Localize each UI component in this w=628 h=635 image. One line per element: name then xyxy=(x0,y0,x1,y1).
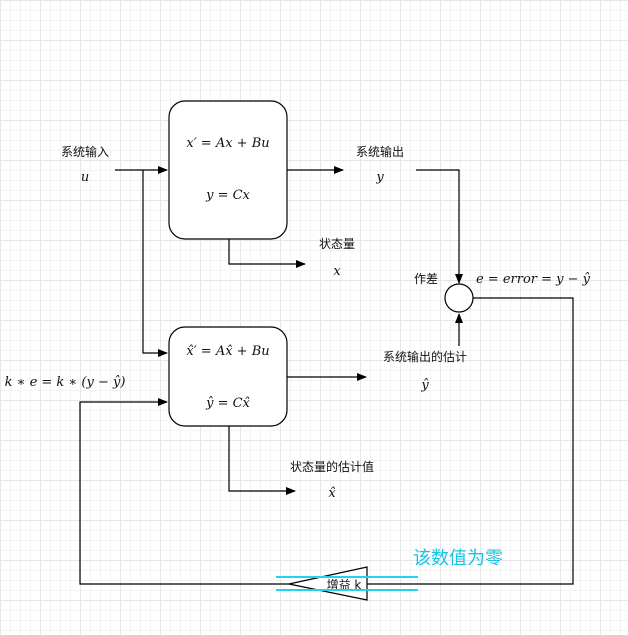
state-output-arrow xyxy=(228,239,306,268)
system-output-equation: y = Cx xyxy=(205,188,250,203)
estimated-state-label: 状态量的估计值 xyxy=(290,459,374,474)
y-to-comparator-arrow xyxy=(416,169,463,284)
estimated-output-var: ŷ xyxy=(420,378,429,393)
error-equation: e = error = y − ŷ xyxy=(476,272,591,287)
input-to-observer-arrow xyxy=(142,170,168,357)
gain-to-observer-arrow xyxy=(79,398,289,585)
system-block[interactable] xyxy=(168,100,288,240)
difference-label: 作差 xyxy=(414,272,438,286)
observer-state-equation: x̂′ = Ax̂ + Bu xyxy=(186,344,269,359)
system-output-var: y xyxy=(375,170,384,185)
observer-output-equation: ŷ = Cx̂ xyxy=(205,396,250,411)
system-output-label: 系统输出 xyxy=(356,144,404,159)
feedback-equation: k ∗ e = k ∗ (y − ŷ) xyxy=(5,375,126,390)
gain-block[interactable] xyxy=(288,566,368,601)
system-input-var: u xyxy=(81,170,89,185)
gain-label: 增益 k xyxy=(327,578,362,592)
estimated-state-var: x̂ xyxy=(328,486,336,501)
system-input-label: 系统输入 xyxy=(61,144,109,159)
zero-annotation: 该数值为零 xyxy=(413,548,503,569)
estimated-state-arrow xyxy=(228,426,296,495)
system-state-equation: x′ = Ax + Bu xyxy=(186,136,269,151)
comparator-circle[interactable] xyxy=(444,283,474,313)
state-label: 状态量 xyxy=(319,237,355,251)
observer-block[interactable] xyxy=(168,326,288,427)
error-feedback-wire xyxy=(367,297,574,585)
estimated-output-label: 系统输出的估计 xyxy=(383,349,467,364)
state-var: x xyxy=(333,264,341,279)
